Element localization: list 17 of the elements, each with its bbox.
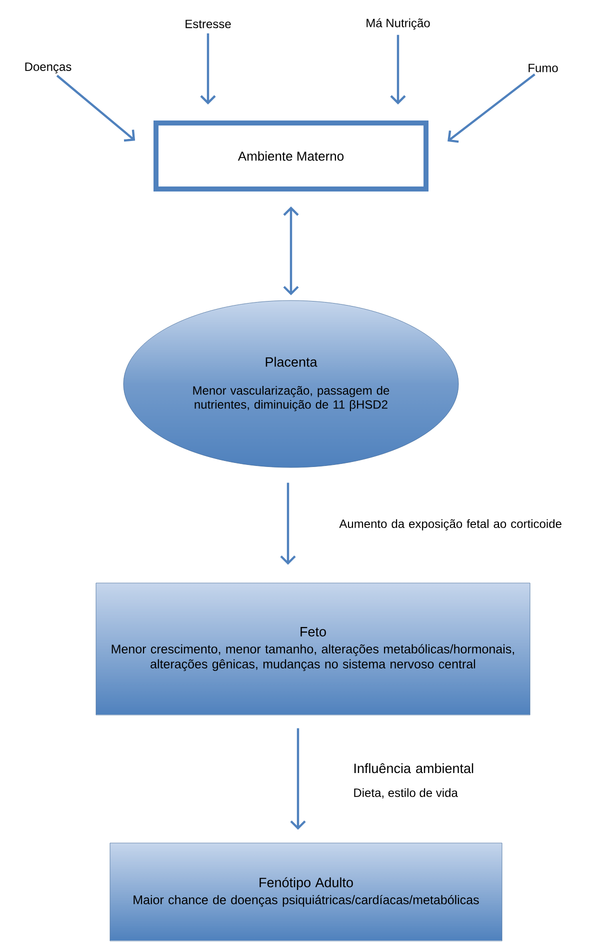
factor-label: Doenças (25, 62, 72, 74)
arrow (283, 206, 299, 296)
process-box: Ambiente Materno (154, 120, 428, 192)
arrow (290, 728, 306, 830)
factor-label: Má Nutrição (366, 18, 430, 30)
arrow (56, 74, 136, 142)
edge-label: Aumento da exposição fetal ao corticoide (339, 519, 562, 530)
factor-label: Fumo (528, 64, 558, 72)
edge-label: Influência ambiental (354, 763, 474, 774)
factor-label: Estresse (186, 20, 231, 28)
process-box: Fenótipo Adulto Maior chance de doenças psiquiátricas/cardíacas/metabólicas (110, 842, 502, 942)
arrow (390, 34, 406, 104)
process-box: Feto Menor crescimento, menor tamanho, alterações metabólicas/hormonais, alterações gênicas, mudanças no sistema nervoso central (96, 582, 530, 716)
arrow (448, 74, 536, 143)
note-text: Dieta, estilo de vida (354, 788, 458, 798)
arrow (200, 33, 216, 104)
arrow (280, 482, 296, 565)
